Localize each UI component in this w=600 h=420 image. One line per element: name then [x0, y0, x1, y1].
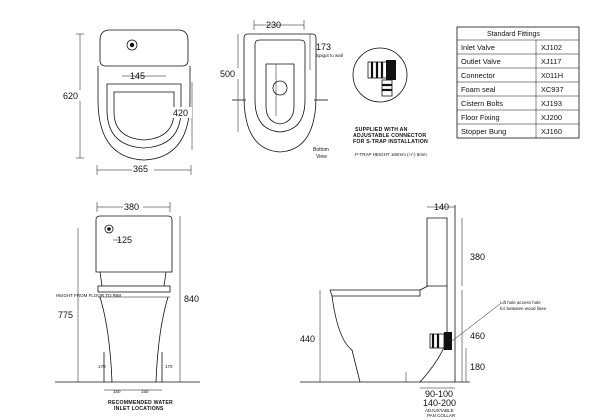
table-row-name: Inlet Valve — [461, 43, 495, 52]
top-flush-button-center — [129, 42, 135, 48]
top-flush-button — [126, 39, 138, 51]
dim-right-fix: 150 — [141, 389, 149, 394]
connector-elbow — [381, 79, 393, 97]
dim-bg — [182, 293, 204, 304]
hole-leader — [451, 303, 501, 342]
dim-left-fix: 150 — [113, 389, 121, 394]
table-row-name: Outlet Valve — [461, 57, 501, 66]
side-connector-flange — [444, 332, 452, 350]
hole-note-2: for between wood lines — [500, 306, 547, 311]
dim-width: 365 — [133, 164, 148, 174]
bottom-outlet-circle — [272, 80, 288, 96]
dim-outlet-height: 460 — [470, 331, 485, 341]
table-row-name: Foam seal — [461, 85, 496, 94]
dim-floor-to-outlet: 180 — [470, 362, 485, 372]
water-note-1: RECOMMENDED WATER — [108, 400, 173, 406]
top-plan-view: 145 620 420 365 — [62, 29, 193, 175]
table-row-code: XJ160 — [541, 127, 562, 136]
side-seat-hinge — [419, 285, 429, 291]
table-border — [456, 26, 580, 139]
top-seat-outline — [106, 83, 182, 149]
top-bowl-opening — [113, 91, 175, 141]
dim-fix-height-right: 170 — [165, 364, 173, 369]
dim-inlet-height: 125 — [117, 235, 132, 245]
dim-front-width: 380 — [124, 202, 139, 212]
fittings-table: Standard Fittings Inlet Valve XJ102Outlet… — [456, 26, 580, 139]
front-inlet — [104, 224, 114, 234]
dim-spigot: 173 — [316, 42, 331, 52]
bottom-caption-1: Bottom — [313, 147, 329, 153]
dim-bg — [132, 163, 154, 174]
dim-fix-height-left: 170 — [98, 364, 106, 369]
table-row-name: Floor Fixing — [461, 113, 500, 122]
connector-flange — [386, 60, 396, 80]
connector-circle — [352, 47, 408, 103]
dim-bg — [172, 107, 192, 118]
dim-outlet-range-2: 140-200 — [423, 398, 456, 408]
dim-bg — [123, 201, 143, 212]
connector-note-3: FOR S-TRAP INSTALLATION — [353, 139, 428, 145]
dim-bg — [219, 68, 239, 79]
outlet-note-1: ADJUSTABLE — [425, 408, 454, 413]
table-row-code: XJ200 — [541, 113, 562, 122]
dim-top-depth: 140 — [434, 202, 449, 212]
table-row-code: X011H — [541, 71, 563, 80]
dim-seat-depth: 420 — [173, 108, 188, 118]
top-bowl-outline — [97, 66, 191, 161]
dim-overall-depth: 620 — [63, 91, 78, 101]
dim-front-seat-height: 775 — [58, 310, 73, 320]
dim-bottom-width: 230 — [266, 20, 281, 30]
top-cistern-outline — [99, 29, 189, 67]
table-row-name: Connector — [461, 71, 496, 80]
front-seat — [97, 285, 171, 293]
table-row-code: XJ102 — [541, 43, 562, 52]
outlet-note-2: PAN COLLAR — [427, 413, 456, 418]
dim-bottom-depth: 500 — [220, 69, 235, 79]
bottom-outlet-outline — [265, 63, 295, 125]
bottom-view: 230 500 173 Spigot to wall Bottom View — [219, 20, 343, 160]
dim-cistern-height: 380 — [470, 252, 485, 262]
side-seat — [329, 289, 421, 297]
table-row-code: XJ193 — [541, 99, 562, 108]
dim-bg — [62, 90, 82, 101]
seat-height-note: HEIGHT FROM FLOOR TO RIM — [56, 293, 121, 298]
bottom-caption-2: View — [316, 154, 327, 160]
hole-note-1: Lift hole access hole — [500, 300, 541, 305]
dim-side-seat-height: 440 — [300, 334, 315, 344]
side-elevation: 140 Lift hole access hole for between wo… — [300, 202, 547, 418]
connector-note-4: P-TRAP HEIGHT 160mm (+/-) 5mm — [355, 152, 427, 157]
bottom-pan-outline — [254, 39, 306, 133]
front-inlet-center — [107, 227, 111, 231]
bottom-outline — [243, 33, 317, 153]
front-cistern — [95, 215, 173, 273]
water-note-2: INLET LOCATIONS — [114, 406, 164, 412]
table-row-code: XJ117 — [541, 57, 561, 66]
table-title: Standard Fittings — [487, 31, 540, 38]
dim-fixing-spacing: 145 — [130, 71, 145, 81]
front-elevation: 380 125 170 170 150 150 RECOMMENDED WATE… — [55, 201, 204, 412]
table-row-code: XC937 — [541, 85, 564, 94]
connector-note-1: SUPPLIED WITH AN — [355, 127, 408, 133]
front-pedestal — [99, 271, 169, 383]
table-row-name: Stopper Bung — [461, 127, 506, 136]
side-cistern — [426, 217, 448, 287]
dim-outlet-range-1: 90-100 — [425, 389, 453, 399]
spigot-note: Spigot to wall — [316, 53, 343, 58]
connector-detail: SUPPLIED WITH AN ADJUSTABLE CONNECTOR FO… — [352, 47, 428, 157]
table-row-name: Cistern Bolts — [461, 99, 503, 108]
dim-bg — [57, 309, 77, 320]
dim-overall-height: 840 — [184, 294, 199, 304]
connector-note-2: ADJUSTABLE CONNECTOR — [353, 133, 426, 139]
